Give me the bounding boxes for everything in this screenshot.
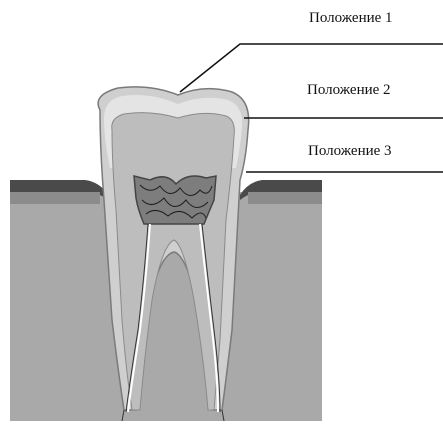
pulp-chamber — [134, 176, 216, 224]
label-position-3: Положение 3 — [308, 143, 392, 160]
gum-light-band-right — [248, 192, 322, 204]
label-position-2: Положение 2 — [307, 82, 391, 99]
gum-light-band-left — [10, 192, 100, 204]
label-position-1: Положение 1 — [309, 10, 393, 27]
